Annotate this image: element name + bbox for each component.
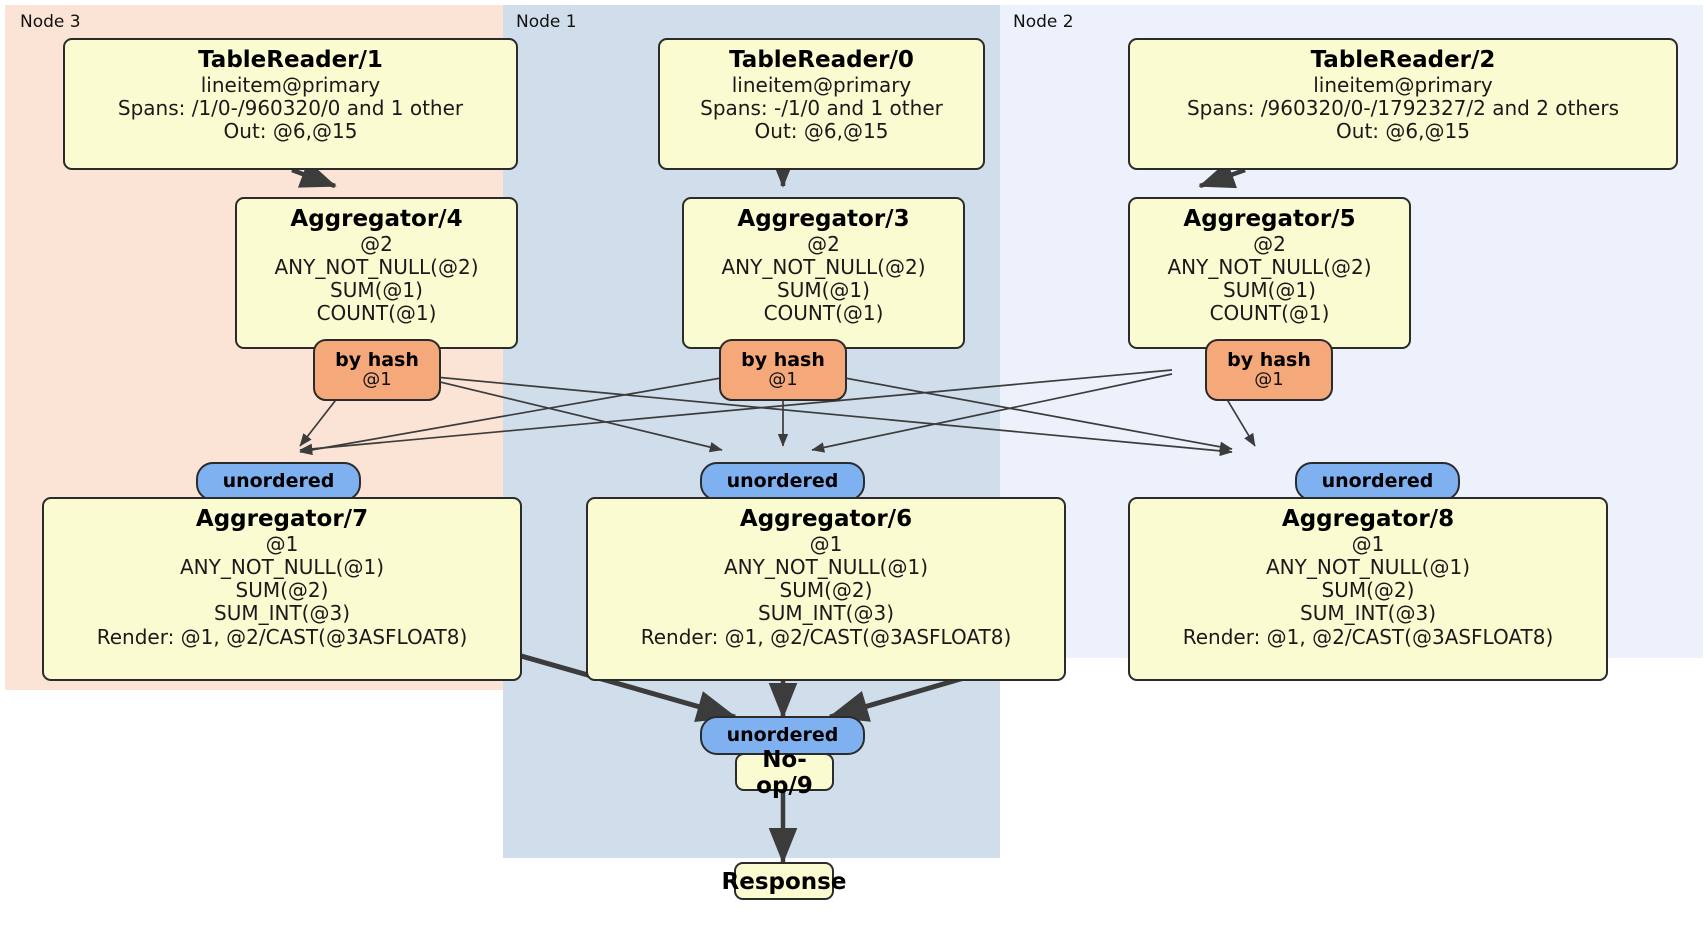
box-line: @1 (265, 531, 299, 556)
box-title: TableReader/2 (1310, 47, 1496, 73)
box-line: ANY_NOT_NULL(@2) (274, 254, 479, 279)
box-line: Spans: -/1/0 and 1 other (700, 95, 943, 120)
box-line: SUM(@2) (235, 578, 329, 603)
box-line: @2 (1253, 231, 1286, 256)
box-line: ANY_NOT_NULL(@2) (721, 254, 926, 279)
node-label-node1: Node 1 (516, 12, 577, 32)
node-label-node3: Node 3 (20, 12, 81, 32)
synchronizer-label: unordered (726, 723, 839, 746)
processor-response[interactable]: Response (722, 862, 846, 900)
synchronizer-left[interactable]: unordered (196, 462, 361, 501)
box-line: ANY_NOT_NULL(@1) (724, 554, 928, 579)
box-line: SUM(@2) (779, 578, 873, 603)
processor-aggregator-5[interactable]: Aggregator/5 @2 ANY_NOT_NULL(@2) SUM(@1)… (1128, 197, 1411, 349)
box-title: Aggregator/3 (737, 206, 910, 232)
box-line: Render: @1, @2/CAST(@3ASFLOAT8) (96, 624, 468, 649)
box-line: ANY_NOT_NULL(@1) (180, 554, 384, 579)
box-line: @2 (360, 231, 393, 256)
router-kind: by hash (741, 348, 825, 371)
box-line: SUM(@1) (1223, 278, 1316, 303)
box-title: TableReader/1 (198, 47, 383, 73)
box-line: SUM(@2) (1321, 578, 1415, 603)
router-kind: by hash (1227, 348, 1311, 371)
box-line: Spans: /960320/0-/1792327/2 and 2 others (1186, 95, 1619, 120)
box-line: SUM_INT(@3) (1300, 601, 1436, 626)
box-line: @2 (807, 231, 840, 256)
box-title: Aggregator/4 (290, 206, 463, 232)
synchronizer-label: unordered (222, 469, 335, 492)
synchronizer-mid[interactable]: unordered (700, 462, 865, 501)
box-title: Aggregator/6 (739, 506, 913, 532)
box-line: ANY_NOT_NULL(@1) (1266, 554, 1470, 579)
box-title: Aggregator/5 (1183, 206, 1356, 232)
processor-aggregator-8[interactable]: Aggregator/8 @1 ANY_NOT_NULL(@1) SUM(@2)… (1128, 497, 1608, 681)
hash-router-mid[interactable]: by hash @1 (719, 339, 847, 401)
synchronizer-label: unordered (726, 469, 839, 492)
processor-table-reader-1[interactable]: TableReader/1 lineitem@primary Spans: /1… (63, 38, 518, 170)
synchronizer-right[interactable]: unordered (1295, 462, 1460, 501)
box-line: Render: @1, @2/CAST(@3ASFLOAT8) (640, 624, 1012, 649)
box-line: COUNT(@1) (1209, 301, 1330, 326)
box-line: Out: @6,@15 (754, 119, 889, 144)
processor-table-reader-0[interactable]: TableReader/0 lineitem@primary Spans: -/… (658, 38, 985, 170)
box-line: SUM(@1) (777, 278, 870, 303)
box-title: Aggregator/8 (1281, 506, 1455, 532)
box-line: lineitem@primary (200, 72, 381, 97)
box-title: TableReader/0 (729, 47, 914, 73)
box-line: SUM(@1) (330, 278, 423, 303)
box-line: lineitem@primary (731, 72, 912, 97)
node-label-node2: Node 2 (1013, 12, 1074, 32)
box-line: ANY_NOT_NULL(@2) (1167, 254, 1372, 279)
processor-table-reader-2[interactable]: TableReader/2 lineitem@primary Spans: /9… (1128, 38, 1678, 170)
box-line: COUNT(@1) (316, 301, 437, 326)
router-kind: by hash (335, 348, 419, 371)
box-line: COUNT(@1) (763, 301, 884, 326)
box-line: Out: @6,@15 (223, 119, 358, 144)
box-line: @1 (809, 531, 843, 556)
processor-aggregator-6[interactable]: Aggregator/6 @1 ANY_NOT_NULL(@1) SUM(@2)… (586, 497, 1066, 681)
box-line: Render: @1, @2/CAST(@3ASFLOAT8) (1182, 624, 1554, 649)
hash-router-left[interactable]: by hash @1 (313, 339, 441, 401)
box-title: Response (721, 868, 847, 895)
box-line: lineitem@primary (1313, 72, 1493, 97)
box-line: Spans: /1/0-/960320/0 and 1 other (117, 95, 464, 120)
router-key: @1 (362, 368, 392, 390)
synchronizer-label: unordered (1321, 469, 1434, 492)
box-line: @1 (1351, 531, 1385, 556)
box-line: SUM_INT(@3) (758, 601, 894, 626)
processor-aggregator-4[interactable]: Aggregator/4 @2 ANY_NOT_NULL(@2) SUM(@1)… (235, 197, 518, 349)
router-key: @1 (768, 368, 798, 390)
router-key: @1 (1254, 368, 1284, 390)
box-line: SUM_INT(@3) (214, 601, 350, 626)
box-title: Aggregator/7 (195, 506, 369, 532)
hash-router-right[interactable]: by hash @1 (1205, 339, 1333, 401)
processor-aggregator-7[interactable]: Aggregator/7 @1 ANY_NOT_NULL(@1) SUM(@2)… (42, 497, 522, 681)
box-title: No-op/9 (756, 746, 813, 799)
box-line: Out: @6,@15 (1336, 119, 1470, 144)
processor-aggregator-3[interactable]: Aggregator/3 @2 ANY_NOT_NULL(@2) SUM(@1)… (682, 197, 965, 349)
processor-noop-9[interactable]: No-op/9 (735, 747, 834, 798)
